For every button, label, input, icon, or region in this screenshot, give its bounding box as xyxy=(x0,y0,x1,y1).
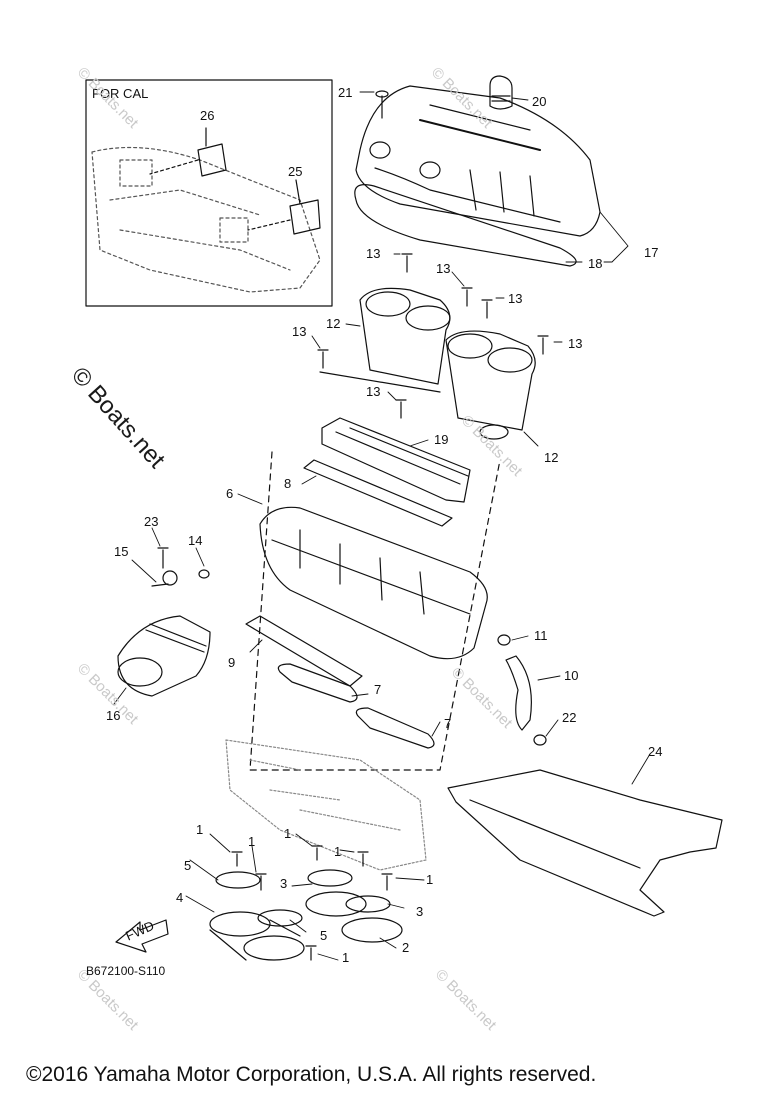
callout-5b: 5 xyxy=(320,928,327,943)
callout-11: 11 xyxy=(534,628,548,643)
for-cal-box xyxy=(85,79,333,307)
grommet xyxy=(198,569,210,579)
filter-seal xyxy=(303,459,453,527)
air-box-case xyxy=(259,506,488,660)
callout-17: 17 xyxy=(644,245,658,260)
callout-15: 15 xyxy=(114,544,128,559)
callout-10: 10 xyxy=(564,668,578,683)
hose-clamp-upper xyxy=(497,634,511,646)
for-cal-label: FOR CAL xyxy=(92,86,149,101)
gasket-lower xyxy=(355,707,435,749)
callout-7a: 7 xyxy=(374,682,381,697)
intake-funnel-left xyxy=(319,287,451,393)
callout-9: 9 xyxy=(228,655,235,670)
leader-lines xyxy=(113,91,651,961)
callout-4: 4 xyxy=(176,890,183,905)
callout-2: 2 xyxy=(402,940,409,955)
heat-shield xyxy=(447,769,723,917)
fwd-arrow-icon xyxy=(115,919,169,953)
callout-13f: 13 xyxy=(366,384,380,399)
callout-18: 18 xyxy=(588,256,602,271)
clamp-set xyxy=(215,869,391,927)
callout-7b: 7 xyxy=(444,716,451,731)
callout-8: 8 xyxy=(284,476,291,491)
callout-1d: 1 xyxy=(334,844,341,859)
callout-1b: 1 xyxy=(248,834,255,849)
callout-3a: 3 xyxy=(280,876,287,891)
callout-13d: 13 xyxy=(292,324,306,339)
callout-13b: 13 xyxy=(436,261,450,276)
callout-24: 24 xyxy=(648,744,662,759)
callout-26: 26 xyxy=(200,108,214,123)
callout-22: 22 xyxy=(562,710,576,725)
callout-13a: 13 xyxy=(366,246,380,261)
fwd-label: FWD xyxy=(123,918,156,944)
callout-21: 21 xyxy=(338,85,352,100)
callout-19: 19 xyxy=(434,432,448,447)
cal-label-26 xyxy=(149,127,227,177)
callout-1f: 1 xyxy=(342,950,349,965)
airbox-assembly-bracket xyxy=(249,451,501,771)
funnel-screws xyxy=(317,253,549,419)
cal-label-25 xyxy=(247,179,321,235)
callout-23: 23 xyxy=(144,514,158,529)
callout-5a: 5 xyxy=(184,858,191,873)
callout-1c: 1 xyxy=(284,826,291,841)
cover-gasket xyxy=(354,184,577,267)
callout-16: 16 xyxy=(106,708,120,723)
intake-funnel-right xyxy=(445,330,536,440)
air-box-cover xyxy=(355,85,601,237)
hose-clip xyxy=(151,570,178,587)
figure-code: B672100-S110 xyxy=(86,964,166,978)
hose-clamp-lower xyxy=(533,734,547,746)
callout-numbers: 21 20 17 18 13 13 13 13 13 13 12 12 19 8… xyxy=(106,85,662,965)
clip-screw xyxy=(157,547,169,569)
callout-3b: 3 xyxy=(416,904,423,919)
breather-cap xyxy=(489,75,513,110)
callout-20: 20 xyxy=(532,94,546,109)
drain-hose xyxy=(505,655,532,731)
callout-12b: 12 xyxy=(544,450,558,465)
callout-1a: 1 xyxy=(196,822,203,837)
intake-joint-left xyxy=(209,911,305,961)
intake-joint-right xyxy=(305,891,403,943)
intake-duct xyxy=(117,615,211,697)
callout-13c: 13 xyxy=(508,291,522,306)
callout-13e: 13 xyxy=(568,336,582,351)
callout-1e: 1 xyxy=(426,872,433,887)
gasket-upper xyxy=(277,663,358,703)
bottom-plate xyxy=(245,615,363,687)
joint-bolts xyxy=(231,845,393,961)
callout-12a: 12 xyxy=(326,316,340,331)
callout-25: 25 xyxy=(288,164,302,179)
callout-14: 14 xyxy=(188,533,202,548)
cover-screw xyxy=(375,90,389,119)
callout-6: 6 xyxy=(226,486,233,501)
cal-cover-sketch xyxy=(91,146,321,293)
copyright-notice: ©2016 Yamaha Motor Corporation, U.S.A. A… xyxy=(26,1063,597,1086)
air-filter xyxy=(321,417,471,503)
engine-ghost xyxy=(225,739,427,871)
